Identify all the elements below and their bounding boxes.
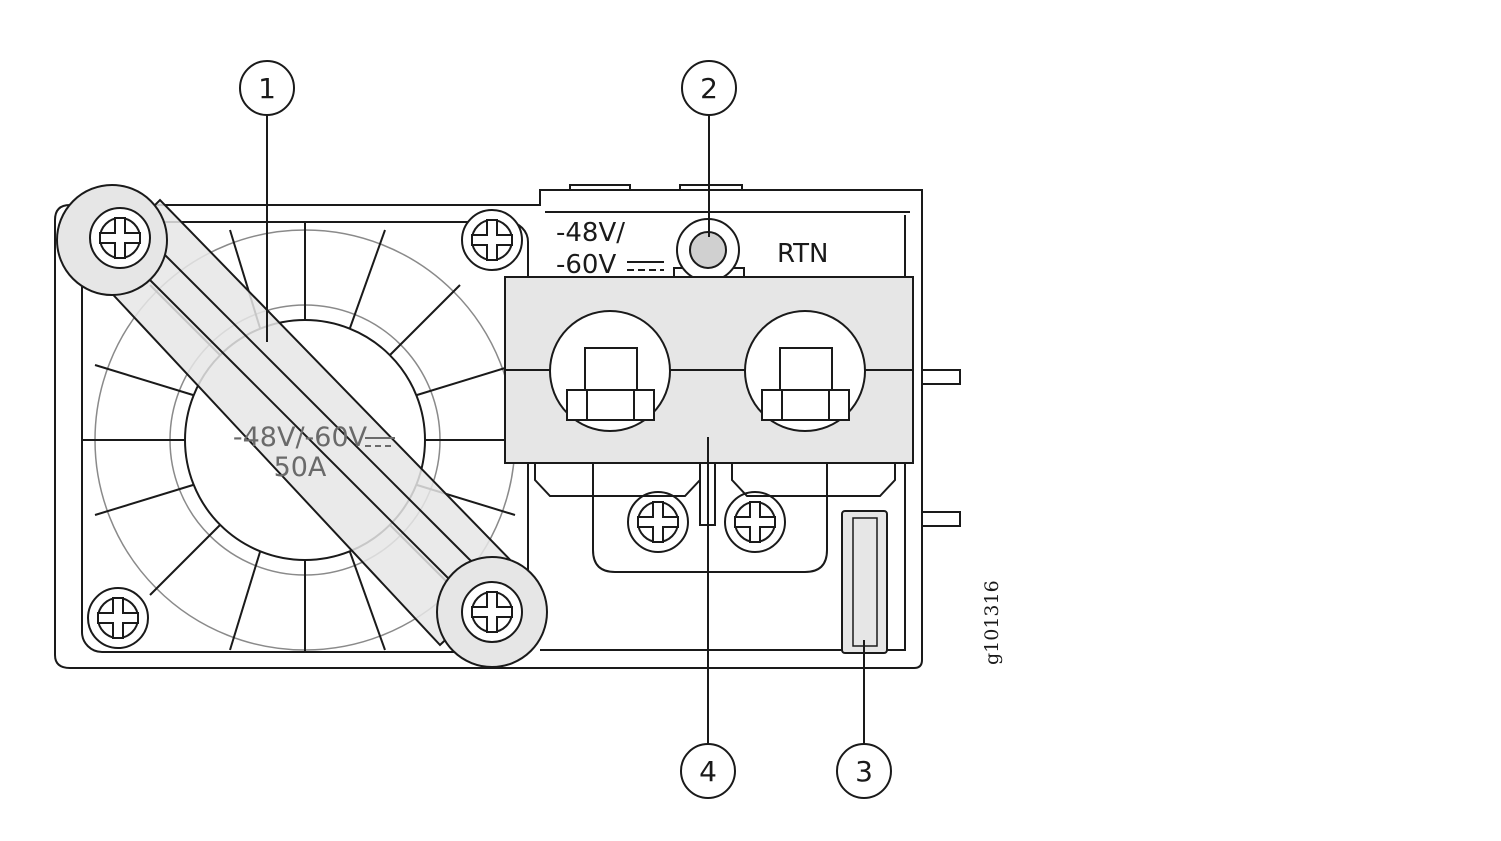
screw-top-right-fan [461, 209, 523, 271]
svg-text:2: 2 [700, 72, 718, 105]
ground-lug [673, 218, 745, 282]
ejector-latch[interactable] [841, 510, 888, 654]
svg-text:3: 3 [855, 755, 873, 788]
terminal-stud-negative [549, 310, 671, 432]
screw-terminal-left [627, 491, 689, 553]
power-supply-handle[interactable] [56, 184, 548, 668]
screw-terminal-right [724, 491, 786, 553]
terminal-block-cover[interactable] [504, 276, 914, 464]
callout-1: 1 [239, 60, 295, 116]
return-terminal-label: RTN [777, 239, 829, 269]
side-pin-upper [921, 369, 961, 385]
callout-2: 2 [681, 60, 737, 116]
screw-bottom-left-fan [87, 587, 149, 649]
figure-id: g101316 [981, 580, 1003, 665]
negative-terminal-label-line2: -60V [556, 250, 616, 280]
terminal-stud-return [744, 310, 866, 432]
fan-current-label: 50A [274, 452, 327, 483]
svg-text:4: 4 [699, 755, 717, 788]
callout-4: 4 [680, 743, 736, 799]
side-pin-lower [921, 511, 961, 527]
svg-text:1: 1 [258, 72, 276, 105]
fan-voltage-label: -48V/-60V [233, 422, 368, 453]
callout-3: 3 [836, 743, 892, 799]
negative-terminal-label-line1: -48V/ [556, 218, 625, 248]
